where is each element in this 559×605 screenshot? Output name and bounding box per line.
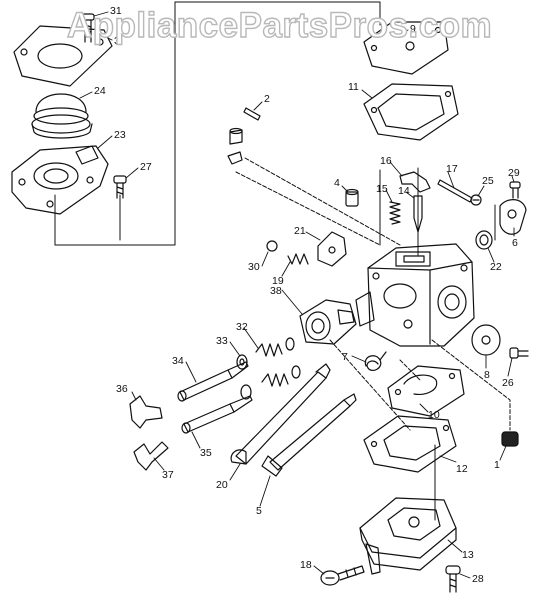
- label-23: 23: [114, 129, 126, 141]
- label-10: 10: [428, 409, 440, 421]
- label-16: 16: [380, 155, 392, 167]
- part-25-screw: [470, 194, 482, 206]
- label-31: 31: [110, 5, 122, 17]
- label-14: 14: [398, 185, 410, 197]
- label-32: 32: [236, 321, 248, 333]
- label-38: 38: [270, 285, 282, 297]
- part-1-filter: [501, 431, 519, 447]
- part-34-needle: [177, 361, 249, 402]
- label-28: 28: [472, 573, 484, 585]
- part-32-spring: [255, 337, 295, 357]
- label-19: 19: [272, 275, 284, 287]
- small-cap-parts: [227, 127, 243, 165]
- label-4: 4: [334, 177, 340, 189]
- label-6: 6: [512, 237, 518, 249]
- part-27-screw: [113, 175, 127, 199]
- label-leaders: [79, 11, 515, 579]
- label-7: 7: [342, 351, 348, 363]
- label-25: 25: [482, 175, 494, 187]
- label-9: 9: [410, 23, 416, 35]
- part-6-retainer: [499, 199, 527, 235]
- label-12: 12: [456, 463, 468, 475]
- part-14-needle: [413, 195, 423, 233]
- label-22: 22: [490, 261, 502, 273]
- part-24-primer-bulb: [31, 93, 93, 139]
- label-8: 8: [484, 369, 490, 381]
- part-37-cap: [133, 441, 169, 471]
- part-38-choke: [299, 299, 357, 345]
- part-29-screw: [509, 181, 521, 199]
- label-17: 17: [446, 163, 458, 175]
- label-3: 3: [114, 35, 120, 47]
- label-37: 37: [162, 469, 174, 481]
- part-8-disc: [471, 324, 501, 356]
- label-20: 20: [216, 479, 228, 491]
- carburetor-body: [355, 243, 475, 347]
- label-13: 13: [462, 549, 474, 561]
- label-18: 18: [300, 559, 312, 571]
- part-2-pin: [243, 107, 261, 121]
- label-5: 5: [256, 505, 262, 517]
- part-30-ball: [266, 240, 278, 252]
- label-2: 2: [264, 93, 270, 105]
- part-7-spring: [364, 351, 387, 372]
- part-16-lever: [399, 171, 431, 193]
- label-24: 24: [94, 85, 106, 97]
- label-34: 34: [172, 355, 184, 367]
- label-36: 36: [116, 383, 128, 395]
- assembly-lines: [54, 1, 511, 521]
- part-4-plug: [345, 188, 359, 207]
- part-12-gasket: [363, 415, 457, 473]
- part-31-screw: [81, 13, 95, 43]
- part-21-plate: [317, 231, 347, 267]
- part-10-gasket: [387, 365, 465, 417]
- part-35-needle: [181, 395, 253, 434]
- part-23-pump-housing: [11, 145, 109, 215]
- part-33-washer: [236, 354, 248, 370]
- part-36-cap: [129, 395, 163, 429]
- label-33: 33: [216, 335, 228, 347]
- label-11: 11: [348, 81, 359, 93]
- label-26: 26: [502, 377, 514, 389]
- label-15: 15: [376, 183, 388, 195]
- part-17-pin: [437, 179, 473, 203]
- part-18-screw: [320, 565, 365, 586]
- part-13-cover: [359, 497, 457, 575]
- label-1: 1: [494, 459, 500, 471]
- part-5-shaft: [261, 393, 357, 477]
- part-15-spring: [389, 201, 401, 225]
- part-3-cover-plate: [13, 25, 113, 87]
- label-35: 35: [200, 447, 212, 459]
- label-29: 29: [508, 167, 520, 179]
- label-21: 21: [294, 225, 306, 237]
- label-30: 30: [248, 261, 260, 273]
- part-labels: 31 3 24 23 27 2 9 11 16 17 4 15 14 25 29…: [94, 5, 520, 585]
- part-9-diaphragm: [363, 21, 449, 75]
- part-19-spring: [287, 253, 309, 265]
- part-28-screw: [445, 565, 461, 593]
- lower-spring: [240, 365, 301, 400]
- label-27: 27: [140, 161, 152, 173]
- part-11-gasket: [363, 83, 459, 141]
- part-26-screw: [509, 347, 529, 359]
- part-22-bushing: [475, 230, 493, 250]
- part-20-shaft: [230, 363, 331, 465]
